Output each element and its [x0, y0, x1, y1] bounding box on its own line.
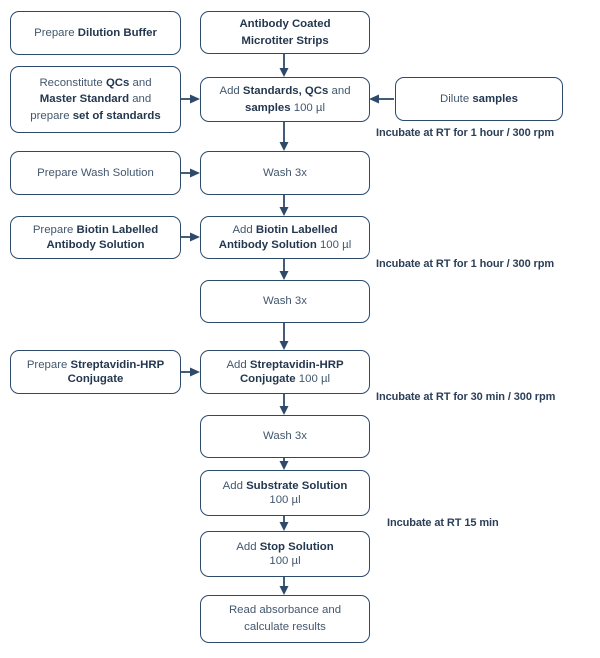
text-line-1: Read absorbance and — [228, 604, 342, 617]
connector-substrate-to-stop — [279, 516, 289, 531]
annotation-incubate-2: Incubate at RT for 1 hour / 300 rpm — [376, 258, 555, 270]
node-prepare-wash-solution-label: Prepare Wash Solution — [37, 166, 154, 179]
text-plain: Prepare — [34, 26, 78, 39]
node-add-streptavidin[interactable]: Add Streptavidin-HRP Conjugate 100 µl — [200, 350, 370, 394]
node-prepare-dilution-buffer-label: Prepare Dilution Buffer — [17, 25, 174, 42]
text-bold-3: set of standards — [72, 109, 161, 122]
text-bold: QCs — [105, 76, 130, 89]
node-wash-1[interactable]: Wash 3x — [200, 151, 370, 195]
node-read-absorbance-label: Read absorbance and calculate results — [207, 602, 363, 635]
connector-wash1-to-addbiotin — [279, 195, 289, 216]
text-bold: Stop Solution — [259, 540, 334, 553]
text-line-2: 100 µl — [269, 555, 301, 567]
text-line-1: Antibody Coated — [239, 17, 331, 30]
text-bold: Standards, QCs — [242, 84, 329, 97]
connector-stop-to-read — [279, 577, 289, 595]
text-bold: Dilution Buffer — [77, 26, 157, 39]
text-bold: Biotin Labelled — [76, 224, 159, 237]
connector-wash2-to-addstreptavidin — [279, 323, 289, 350]
node-add-standards[interactable]: Add Standards, QCs and samples 100 µl — [200, 77, 370, 122]
text-bold: Streptavidin-HRP — [249, 358, 344, 371]
text-tail-2: 100 µl — [295, 373, 331, 385]
node-wash-2-label: Wash 3x — [263, 295, 307, 308]
connector-reconstitute-to-addstandards — [181, 94, 200, 104]
text-bold-2: Antibody Solution — [218, 238, 317, 251]
node-add-stop-label: Add Stop Solution 100 µl — [207, 540, 363, 569]
node-add-standards-label: Add Standards, QCs and samples 100 µl — [207, 83, 363, 116]
text-bold-2: Conjugate — [67, 373, 124, 385]
text-plain-3: prepare — [30, 109, 73, 122]
node-dilute-samples[interactable]: Dilute samples — [395, 77, 563, 121]
connector-preparewash-to-wash1 — [181, 168, 200, 178]
node-prepare-streptavidin-label: Prepare Streptavidin-HRP Conjugate — [17, 358, 174, 387]
node-wash-1-label: Wash 3x — [263, 166, 307, 179]
text-bold-2: Antibody Solution — [46, 238, 145, 251]
node-add-stop[interactable]: Add Stop Solution 100 µl — [200, 531, 370, 577]
text-plain: Reconstitute — [39, 76, 106, 89]
text-plain: Add — [226, 358, 250, 371]
node-dilute-samples-label: Dilute samples — [402, 91, 556, 108]
text-plain: Add — [232, 224, 256, 237]
node-wash-3-label: Wash 3x — [263, 430, 307, 443]
text-plain: Add — [236, 540, 260, 553]
text-tail-2: 100 µl — [316, 238, 352, 251]
node-prepare-streptavidin[interactable]: Prepare Streptavidin-HRP Conjugate — [10, 350, 181, 394]
connector-addbiotin-to-wash2 — [279, 259, 289, 280]
text-tail: and — [129, 76, 152, 89]
text-plain: Add — [219, 84, 243, 97]
annotation-incubate-3: Incubate at RT for 30 min / 300 rpm — [376, 391, 556, 403]
annotation-incubate-4: Incubate at RT 15 min — [387, 517, 499, 529]
text-plain: Prepare — [26, 358, 71, 371]
connector-addstrep-to-wash3 — [279, 394, 289, 415]
node-prepare-wash-solution[interactable]: Prepare Wash Solution — [10, 151, 181, 195]
text-bold-2: Conjugate — [239, 373, 296, 385]
node-add-substrate-label: Add Substrate Solution 100 µl — [207, 479, 363, 508]
text-line-2: Microtiter Strips — [241, 34, 329, 47]
text-bold-2: samples — [244, 101, 291, 114]
connector-preparebiotin-to-addbiotin — [181, 232, 200, 242]
text-line-2: calculate results — [244, 621, 326, 633]
text-bold: Streptavidin-HRP — [70, 358, 165, 371]
connector-wash3-to-substrate — [279, 458, 289, 470]
text-tail-2: and — [129, 93, 152, 106]
node-wash-2[interactable]: Wash 3x — [200, 280, 370, 323]
node-add-substrate[interactable]: Add Substrate Solution 100 µl — [200, 470, 370, 516]
connector-dilute-to-addstandards — [369, 94, 394, 104]
text-bold: Substrate Solution — [246, 479, 348, 492]
node-read-absorbance[interactable]: Read absorbance and calculate results — [200, 595, 370, 643]
text-plain: Prepare — [32, 224, 77, 237]
text-bold-2: Master Standard — [39, 93, 130, 106]
connector-preparestrep-to-addstrep — [181, 367, 200, 377]
node-wash-3[interactable]: Wash 3x — [200, 415, 370, 458]
text-line-2: 100 µl — [269, 494, 301, 506]
text-tail: and — [328, 84, 351, 97]
text-bold: samples — [472, 92, 518, 105]
text-bold: Biotin Labelled — [255, 224, 338, 237]
text-tail-2: 100 µl — [290, 101, 326, 114]
annotation-incubate-1: Incubate at RT for 1 hour / 300 rpm — [376, 127, 555, 139]
node-prepare-dilution-buffer[interactable]: Prepare Dilution Buffer — [10, 11, 181, 55]
node-add-streptavidin-label: Add Streptavidin-HRP Conjugate 100 µl — [207, 358, 363, 387]
text-plain: Dilute — [440, 92, 473, 105]
connector-addstandards-to-wash1 — [279, 122, 289, 151]
text-plain: Add — [222, 479, 247, 492]
connector-strips-to-addstandards — [279, 54, 289, 77]
